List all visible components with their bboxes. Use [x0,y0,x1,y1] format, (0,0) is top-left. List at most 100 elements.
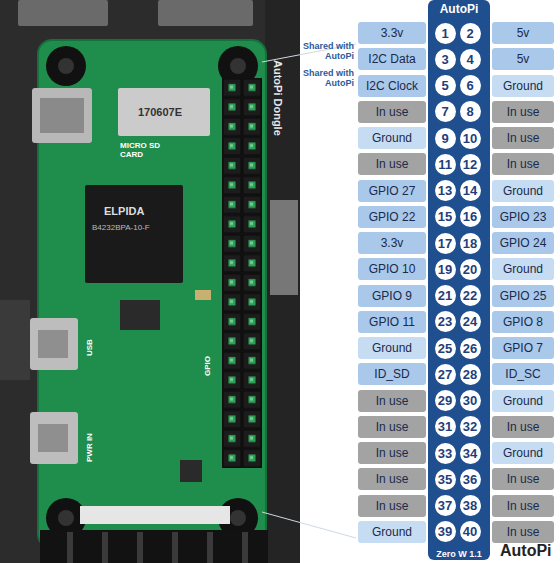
pin-circle: 5 [435,75,456,96]
pin-circle: 39 [435,521,456,542]
pin-circle: 19 [435,259,456,280]
pin-label-box: I2C Data [358,48,426,70]
connector-rib [102,532,108,563]
pin-label: GPIO 25 [500,289,547,303]
pin-circle: 4 [460,49,481,70]
pin-number: 26 [463,341,477,356]
pin-label-box: Ground [358,127,426,149]
connector-rib [242,532,248,563]
pin-label-box: Ground [358,337,426,359]
pin-number: 35 [438,472,452,487]
usb-opening [38,424,68,452]
pin-number: 15 [438,209,452,224]
pin-label: GPIO 22 [369,210,416,224]
pin-number: 32 [463,419,477,434]
pin-number: 19 [438,262,452,277]
pin-number: 5 [441,78,448,93]
pin-label: Ground [503,394,543,408]
pin-number: 40 [463,524,477,539]
pin-circle: 10 [460,128,481,149]
pin-label: In use [507,420,540,434]
pin-number: 21 [438,288,452,303]
pin-label: 3.3v [381,26,404,40]
pin-label-box: Ground [492,258,554,280]
pin-label: GPIO 24 [500,236,547,250]
pin-number: 18 [463,236,477,251]
board-marking: AutoPi Dongle [272,60,284,136]
standoff [46,46,86,86]
pin-label-box: 5v [492,22,554,44]
board-marking: MICRO SD CARD [120,142,160,160]
pin-label-box: Ground [492,180,554,202]
pin-label-box: 3.3v [358,22,426,44]
pin-label-box: GPIO 23 [492,206,554,228]
pin-label: ID_SD [374,367,409,381]
connector-rib [67,532,73,563]
pin-circle: 13 [435,180,456,201]
dongle-connector [40,530,268,563]
pin-label: In use [507,131,540,145]
brand-label: AutoPi [500,542,552,560]
pin-circle: 11 [435,154,456,175]
pin-label-box: GPIO 7 [492,337,554,359]
pin-circle: 6 [460,75,481,96]
pin-number: 33 [438,446,452,461]
pin-label: In use [376,472,409,486]
pin-label-box: In use [492,101,554,123]
camera-connector [80,506,230,524]
pin-circle: 22 [460,285,481,306]
pin-circle: 37 [435,495,456,516]
pin-circle: 1 [435,23,456,44]
pin-label-box: ID_SD [358,363,426,385]
pin-circle: 3 [435,49,456,70]
pin-label-box: In use [492,127,554,149]
callout-note: Shared with AutoPi [300,42,354,62]
pin-label-box: In use [358,468,426,490]
pin-label-box: In use [358,390,426,412]
pin-number: 37 [438,498,452,513]
pin-number: 13 [438,183,452,198]
pi-zero-board [38,40,266,548]
pin-number: 28 [463,367,477,382]
pin-number: 36 [463,472,477,487]
pin-label: Ground [503,262,543,276]
pin-label: GPIO 27 [369,184,416,198]
pin-label-box: GPIO 9 [358,285,426,307]
pin-number: 38 [463,498,477,513]
pin-circle: 20 [460,259,481,280]
pin-label: In use [507,499,540,513]
pin-label-box: I2C Clock [358,75,426,97]
pin-number: 14 [463,183,477,198]
pin-label-box: GPIO 11 [358,311,426,333]
pin-label-box: Ground [492,442,554,464]
board-marking: ELPIDA [104,205,144,217]
pin-number: 10 [463,131,477,146]
pin-number: 29 [438,393,452,408]
gpio-header [222,78,262,468]
pin-number: 6 [466,78,473,93]
pin-circle: 21 [435,285,456,306]
standoff-hole [58,510,74,526]
pin-number: 9 [441,131,448,146]
pin-label: In use [507,525,540,539]
pin-label-box: In use [358,101,426,123]
pin-label: In use [376,499,409,513]
pin-label-box: 3.3v [358,232,426,254]
pin-label-box: GPIO 8 [492,311,554,333]
pin-number: 27 [438,367,452,382]
pin-label: Ground [372,525,412,539]
pin-circle: 27 [435,364,456,385]
pin-circle: 15 [435,206,456,227]
standoff-hole [230,510,246,526]
pin-circle: 38 [460,495,481,516]
pin-circle: 2 [460,23,481,44]
pin-circle: 33 [435,443,456,464]
pin-label: In use [507,472,540,486]
pin-circle: 34 [460,443,481,464]
pin-label-box: GPIO 10 [358,258,426,280]
pin-label: In use [376,446,409,460]
sd-card-slot [118,88,210,136]
usb-opening [38,330,68,358]
pin-label-box: ID_SC [492,363,554,385]
pin-circle: 31 [435,416,456,437]
